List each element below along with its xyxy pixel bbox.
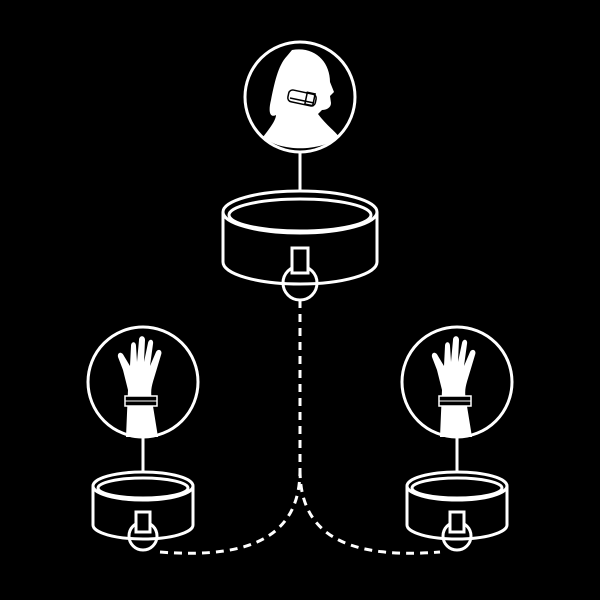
dashed-chain xyxy=(159,300,302,555)
woman-with-collar-icon xyxy=(263,49,339,149)
hand-with-cuff-icon xyxy=(117,336,162,437)
collar-icon xyxy=(221,189,379,302)
collar-on-neck-icon xyxy=(287,89,317,107)
dashed-chain xyxy=(298,469,441,555)
left-wrist-node xyxy=(86,325,200,552)
neck-node xyxy=(243,40,357,190)
